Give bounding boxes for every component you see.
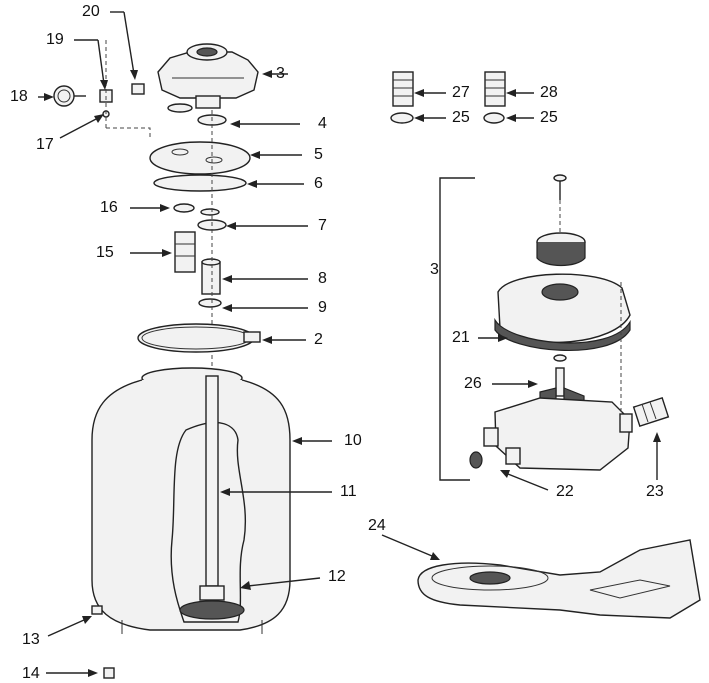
- multiport-valve-assembly: [157, 43, 259, 109]
- filter-tank: [91, 367, 291, 634]
- callout-20: 20: [82, 3, 100, 20]
- callout-25-right: 25: [540, 109, 558, 126]
- lateral-assembly: [179, 585, 245, 620]
- callout-15: 15: [96, 244, 114, 261]
- air-relief-fitting: [131, 83, 145, 95]
- o-ring-25-left: [390, 112, 414, 124]
- callout-9: 9: [318, 299, 327, 316]
- callout-2: 2: [314, 331, 323, 348]
- drain-cap-14: [103, 667, 115, 679]
- o-ring-small-left: [167, 103, 193, 113]
- fitting-route-line: [106, 127, 151, 140]
- clamp-band: [137, 323, 261, 353]
- leader-lines: [38, 11, 661, 677]
- valve-spring: [553, 354, 567, 362]
- callout-25-left: 25: [452, 109, 470, 126]
- o-ring-upper: [200, 208, 220, 216]
- callout-26: 26: [464, 375, 482, 392]
- callout-3-top: 3: [276, 65, 285, 82]
- callout-5: 5: [314, 146, 323, 163]
- drain-plug-13: [91, 605, 103, 615]
- adapter-15: [174, 231, 196, 273]
- o-ring-25-right: [483, 112, 505, 124]
- callout-28: 28: [540, 84, 558, 101]
- callout-8: 8: [318, 270, 327, 287]
- callout-12: 12: [328, 568, 346, 585]
- callout-6: 6: [314, 175, 323, 192]
- o-ring-16: [173, 203, 195, 213]
- callout-11: 11: [340, 483, 357, 500]
- callout-3-bracket: 3: [430, 261, 439, 278]
- valve-body: [469, 397, 633, 471]
- callout-16: 16: [100, 199, 118, 216]
- standpipe: [205, 375, 219, 587]
- callout-17: 17: [36, 136, 54, 153]
- callout-14: 14: [22, 665, 40, 682]
- union-27: [392, 71, 414, 107]
- callout-24: 24: [368, 517, 386, 534]
- o-ring-6: [153, 174, 247, 192]
- o-ring-9: [198, 298, 222, 308]
- valve-screw: [553, 174, 567, 200]
- valve-flange-plate: [149, 141, 251, 175]
- union-28: [484, 71, 506, 107]
- callout-10: 10: [344, 432, 362, 449]
- pressure-gauge: [53, 85, 86, 107]
- union-23: [632, 396, 670, 428]
- callout-27: 27: [452, 84, 470, 101]
- callout-7: 7: [318, 217, 327, 234]
- equipment-base: [417, 539, 701, 619]
- valve-handle: [536, 232, 586, 267]
- callout-23: 23: [646, 483, 664, 500]
- callout-19: 19: [46, 31, 64, 48]
- callout-21: 21: [452, 329, 470, 346]
- callout-4: 4: [318, 115, 327, 132]
- valve-cover-21: [494, 273, 631, 352]
- valve-group-bracket: [439, 177, 475, 481]
- callout-18: 18: [10, 88, 28, 105]
- connector-8: [201, 258, 221, 295]
- callout-13: 13: [22, 631, 40, 648]
- callout-22: 22: [556, 483, 574, 500]
